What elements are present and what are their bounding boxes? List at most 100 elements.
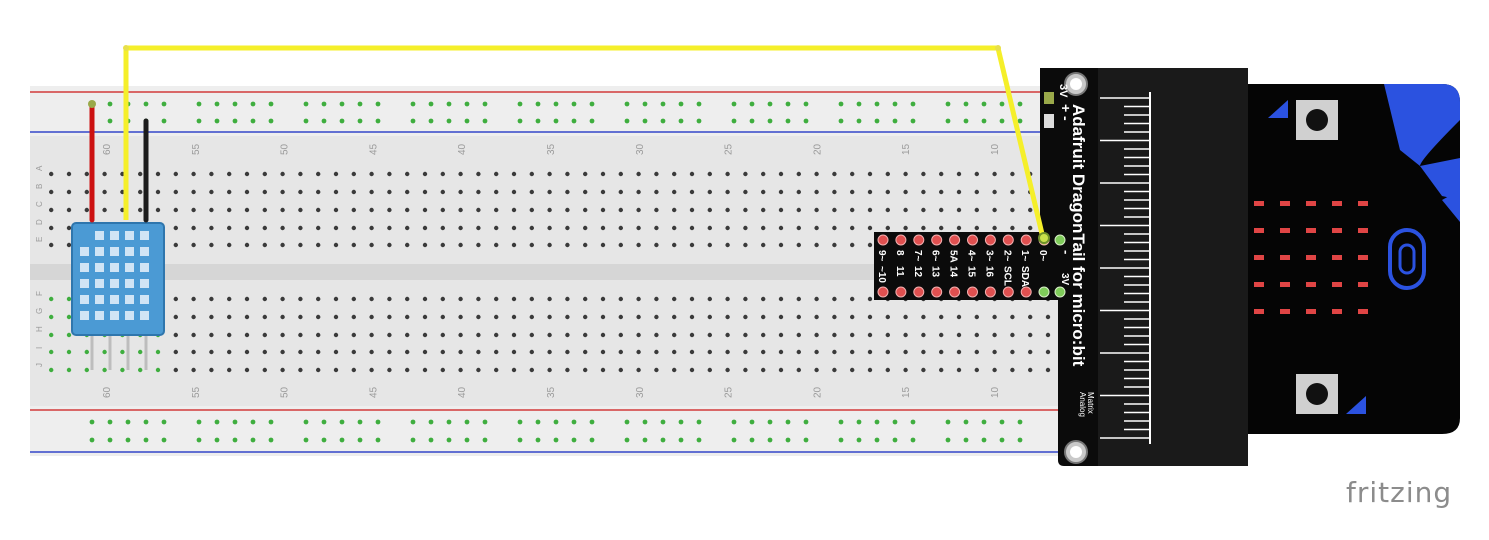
- header-pin-3v-2[interactable]: [1054, 286, 1066, 298]
- hole: [707, 314, 712, 320]
- header-pin-bottom[interactable]: [1002, 286, 1014, 298]
- button-a-arrow-icon: [1268, 100, 1288, 118]
- hole: [84, 207, 90, 213]
- header-pin-top[interactable]: [1002, 234, 1014, 246]
- hole: [440, 171, 445, 177]
- hole: [618, 349, 623, 355]
- hole: [280, 242, 285, 248]
- header-pin-top[interactable]: [895, 234, 907, 246]
- hole: [262, 242, 267, 248]
- header-pin-top[interactable]: [931, 234, 943, 246]
- hole: [707, 189, 712, 195]
- wires: [88, 45, 1050, 244]
- rail-hole: [339, 101, 345, 107]
- header-pin-top[interactable]: [949, 234, 961, 246]
- hole: [138, 349, 143, 355]
- rail-hole: [517, 437, 523, 443]
- rail-hole: [321, 101, 327, 107]
- hole: [992, 225, 997, 231]
- board-title: Adafruit DragonTail for micro:bit: [1069, 104, 1088, 367]
- rail-hole: [660, 437, 666, 443]
- hole: [280, 225, 285, 231]
- rail-hole: [375, 437, 381, 443]
- hole: [316, 367, 321, 373]
- hole: [672, 225, 677, 231]
- header-pin-top[interactable]: [984, 234, 996, 246]
- hole: [867, 225, 873, 231]
- rail-hole: [767, 437, 773, 443]
- hole: [636, 207, 641, 213]
- rail-hole: [803, 419, 809, 425]
- header-pin-top[interactable]: [1020, 234, 1032, 246]
- hole: [547, 314, 552, 320]
- hole: [867, 207, 873, 213]
- rail-hole: [785, 101, 791, 107]
- hole: [102, 367, 107, 373]
- header-pin-label-bottom: SCL: [1001, 266, 1012, 286]
- mount-hole-bottom-center: [1070, 446, 1082, 458]
- hole: [974, 314, 979, 320]
- hole: [476, 225, 481, 231]
- column-number-bottom: 55: [191, 386, 202, 398]
- hole: [832, 296, 837, 302]
- hole: [725, 207, 730, 213]
- header-pin-3v[interactable]: [1038, 286, 1050, 298]
- hole: [1010, 332, 1015, 338]
- button-b-cap[interactable]: [1306, 383, 1328, 405]
- header-pin-label-bottom: 13: [930, 266, 941, 278]
- header-pin-bottom[interactable]: [967, 286, 978, 298]
- hole: [921, 207, 926, 213]
- header-pin-top[interactable]: [913, 234, 925, 246]
- rail-hole: [838, 118, 844, 124]
- rail-hole: [214, 118, 220, 124]
- hole: [1028, 225, 1033, 231]
- rail-hole: [838, 101, 844, 107]
- hole: [565, 332, 570, 338]
- hole: [316, 225, 321, 231]
- hole: [850, 349, 855, 355]
- rail-hole: [107, 101, 113, 107]
- hole: [1028, 367, 1033, 373]
- header-pin-bottom[interactable]: [877, 286, 889, 298]
- header-pin-bottom[interactable]: [1020, 286, 1032, 298]
- header-pin-bottom[interactable]: [931, 286, 943, 298]
- header-pin-bottom[interactable]: [949, 286, 961, 298]
- rail-hole: [464, 101, 470, 107]
- rail-hole: [357, 419, 363, 425]
- hole: [707, 242, 712, 248]
- header-pin-bottom[interactable]: [913, 286, 925, 298]
- hole: [600, 225, 606, 231]
- header-pin-top[interactable]: [877, 234, 889, 246]
- hole: [298, 349, 303, 355]
- rail-hole: [874, 419, 880, 425]
- header-pin-gnd[interactable]: [1054, 234, 1066, 246]
- hole: [155, 367, 161, 373]
- hole: [351, 171, 356, 177]
- button-a-cap[interactable]: [1306, 109, 1328, 131]
- hole: [689, 332, 695, 338]
- hole: [778, 367, 784, 373]
- hole: [903, 349, 908, 355]
- hole: [173, 349, 178, 355]
- rail-hole: [571, 118, 577, 124]
- column-number-top: 30: [635, 143, 646, 155]
- hole: [654, 225, 659, 231]
- rail-hole: [446, 419, 452, 425]
- hole: [956, 207, 962, 213]
- hole: [850, 189, 855, 195]
- header-pin-bottom[interactable]: [895, 286, 907, 298]
- rail-hole: [856, 118, 862, 124]
- hole: [565, 367, 570, 373]
- hole: [832, 332, 837, 338]
- hole: [743, 332, 748, 338]
- rail-hole: [892, 419, 898, 425]
- hole: [422, 225, 428, 231]
- hole: [84, 189, 90, 195]
- hole: [476, 207, 481, 213]
- hole: [405, 332, 410, 338]
- hole: [440, 314, 445, 320]
- hole: [316, 314, 321, 320]
- header-pin-top[interactable]: [967, 234, 978, 246]
- header-pin-bottom[interactable]: [984, 286, 996, 298]
